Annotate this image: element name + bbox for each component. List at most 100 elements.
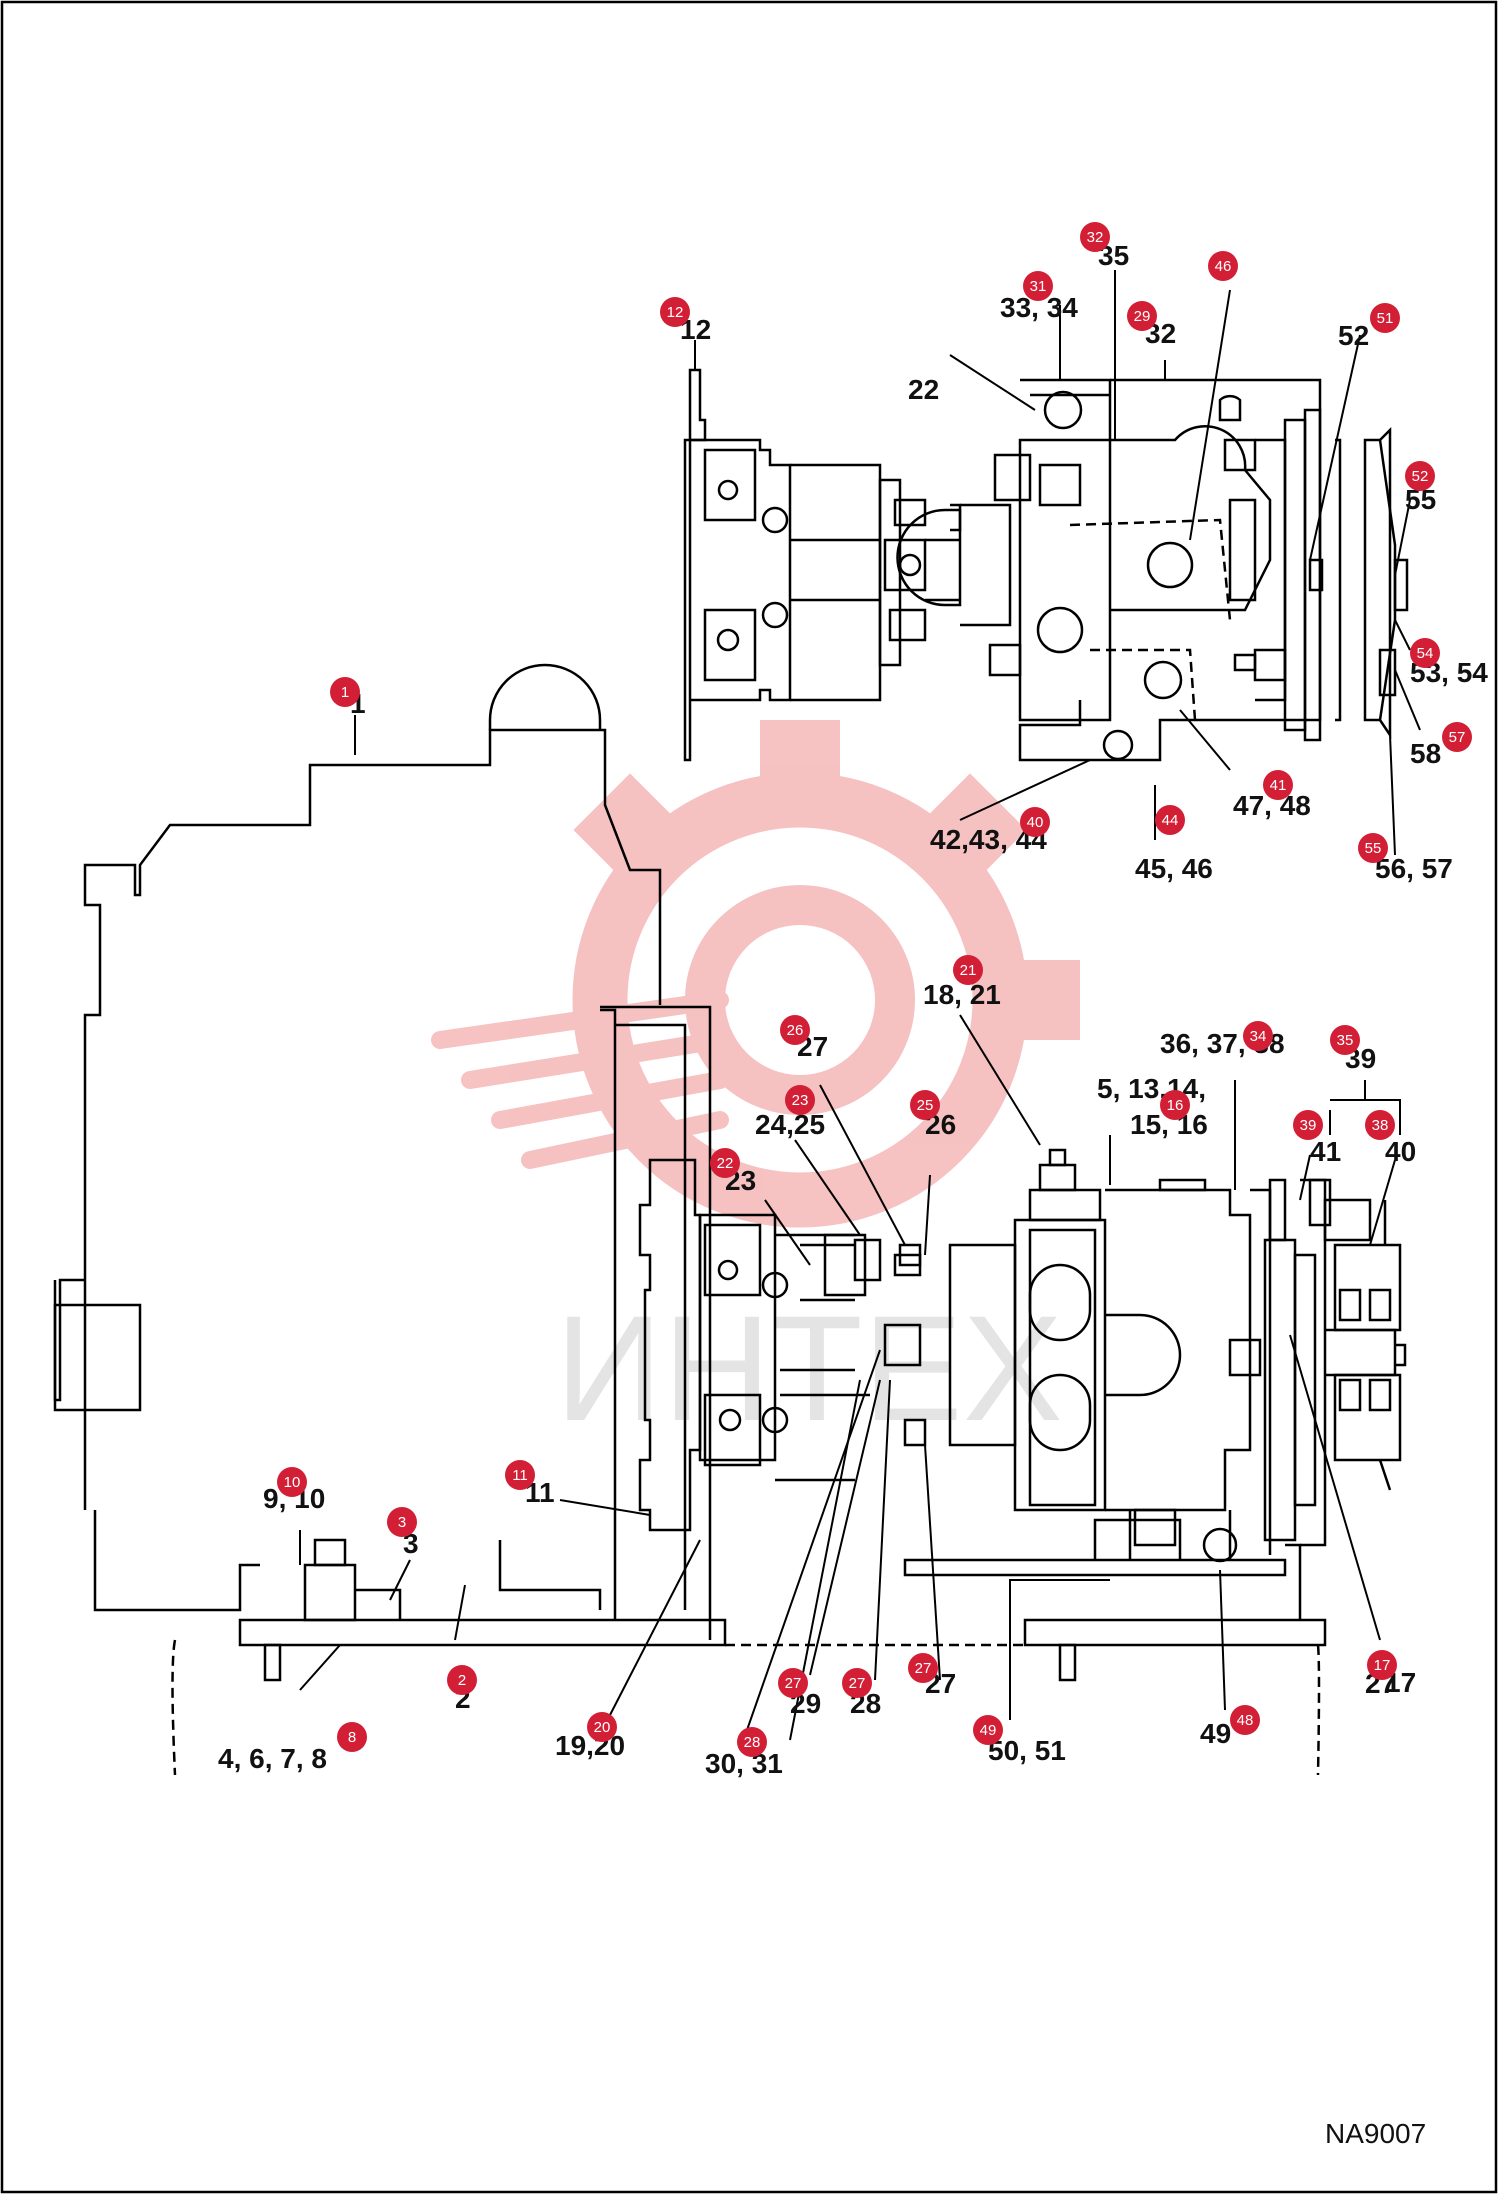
callout-marker: 16 bbox=[1160, 1090, 1190, 1120]
callout-marker-number: 21 bbox=[960, 962, 977, 979]
callout-marker-number: 8 bbox=[348, 1729, 356, 1746]
callout-marker: 51 bbox=[1370, 303, 1400, 333]
part-label: 5, 13,14, bbox=[1097, 1073, 1206, 1104]
callout-marker-circle bbox=[842, 1668, 872, 1698]
callout-marker-circle bbox=[785, 1085, 815, 1115]
callout-marker: 32 bbox=[1080, 222, 1110, 252]
leader-lines bbox=[299, 270, 1421, 1751]
callout-marker-circle bbox=[1367, 1650, 1397, 1680]
callout-marker: 41 bbox=[1263, 770, 1293, 800]
callout-marker-circle bbox=[1230, 1705, 1260, 1735]
upper-pump-assembly bbox=[683, 368, 1409, 762]
part-label: 52 bbox=[1338, 320, 1369, 351]
callout-marker: 31 bbox=[1023, 271, 1053, 301]
callout-marker: 52 bbox=[1405, 461, 1435, 491]
callout-marker-circle bbox=[780, 1015, 810, 1045]
callout-marker: 2 bbox=[447, 1665, 477, 1695]
callout-marker-number: 29 bbox=[1134, 308, 1151, 325]
part-label: 40 bbox=[1385, 1136, 1416, 1167]
callout-marker-number: 12 bbox=[667, 304, 684, 321]
callout-marker: 10 bbox=[277, 1467, 307, 1497]
callout-marker: 17 bbox=[1367, 1650, 1397, 1680]
callout-marker: 39 bbox=[1293, 1110, 1323, 1140]
callout-marker-number: 55 bbox=[1365, 840, 1382, 857]
part-label: 22 bbox=[908, 374, 939, 405]
callout-marker-circle bbox=[1023, 271, 1053, 301]
callout-marker: 55 bbox=[1358, 833, 1388, 863]
callout-marker-circle bbox=[737, 1727, 767, 1757]
callout-marker: 29 bbox=[1127, 301, 1157, 331]
callout-marker: 28 bbox=[737, 1727, 767, 1757]
callout-marker-circle bbox=[910, 1090, 940, 1120]
part-label: 18, 21 bbox=[923, 979, 1001, 1010]
callout-marker: 48 bbox=[1230, 1705, 1260, 1735]
callout-marker-circle bbox=[1127, 301, 1157, 331]
callout-marker-circle bbox=[447, 1665, 477, 1695]
watermark-text: ИНТЕХ bbox=[555, 1284, 1063, 1452]
callout-marker-circle bbox=[778, 1668, 808, 1698]
lower-pump-assembly bbox=[638, 1148, 1407, 1563]
callout-marker-number: 20 bbox=[594, 1719, 611, 1736]
callout-marker-number: 48 bbox=[1237, 1712, 1254, 1729]
callout-marker-number: 44 bbox=[1162, 812, 1179, 829]
callout-marker-circle bbox=[1370, 303, 1400, 333]
callout-marker-circle bbox=[1155, 805, 1185, 835]
callout-marker: 38 bbox=[1365, 1110, 1395, 1140]
callout-marker-circle bbox=[908, 1653, 938, 1683]
callout-marker: 26 bbox=[780, 1015, 810, 1045]
callout-marker-number: 28 bbox=[744, 1734, 761, 1751]
callout-marker: 44 bbox=[1155, 805, 1185, 835]
callout-marker-number: 27 bbox=[915, 1660, 932, 1677]
callout-marker-circle bbox=[277, 1467, 307, 1497]
callout-marker: 35 bbox=[1330, 1025, 1360, 1055]
callout-marker: 12 bbox=[660, 297, 690, 327]
part-label: 4, 6, 7, 8 bbox=[218, 1743, 327, 1774]
callout-marker-circle bbox=[1263, 770, 1293, 800]
callout-marker-number: 51 bbox=[1377, 310, 1394, 327]
callout-marker: 54 bbox=[1410, 638, 1440, 668]
callout-marker: 11 bbox=[505, 1460, 535, 1490]
callout-marker-circle bbox=[1365, 1110, 1395, 1140]
callout-marker: 23 bbox=[785, 1085, 815, 1115]
callout-marker-circle bbox=[1243, 1021, 1273, 1051]
callout-marker-number: 22 bbox=[717, 1155, 734, 1172]
callout-marker-circle bbox=[1080, 222, 1110, 252]
callout-marker-number: 25 bbox=[917, 1097, 934, 1114]
callout-marker-number: 34 bbox=[1250, 1028, 1267, 1045]
callout-marker-number: 54 bbox=[1417, 645, 1434, 662]
callout-marker-circle bbox=[337, 1722, 367, 1752]
part-labels: 1 2 3 4, 6, 7, 8 9, 10 11 12 5, 13,14, 1… bbox=[218, 240, 1488, 1779]
callout-marker: 46 bbox=[1208, 251, 1238, 281]
callout-marker: 27 bbox=[842, 1668, 872, 1698]
callout-marker-number: 39 bbox=[1300, 1117, 1317, 1134]
callout-marker-circle bbox=[1330, 1025, 1360, 1055]
callout-marker: 22 bbox=[710, 1148, 740, 1178]
callout-marker-circle bbox=[660, 297, 690, 327]
callout-marker-circle bbox=[710, 1148, 740, 1178]
callout-marker: 57 bbox=[1442, 722, 1472, 752]
callout-marker: 8 bbox=[337, 1722, 367, 1752]
callout-marker-number: 32 bbox=[1087, 229, 1104, 246]
callout-marker-number: 11 bbox=[512, 1467, 528, 1484]
part-label: 56, 57 bbox=[1375, 853, 1453, 884]
callout-marker-circle bbox=[1208, 251, 1238, 281]
callout-marker-circle bbox=[1405, 461, 1435, 491]
callout-marker-number: 1 bbox=[341, 684, 349, 701]
callout-marker-number: 41 bbox=[1270, 777, 1287, 794]
callout-marker-number: 2 bbox=[458, 1672, 466, 1689]
callout-marker-circle bbox=[1410, 638, 1440, 668]
callout-marker: 20 bbox=[587, 1712, 617, 1742]
callout-marker: 21 bbox=[953, 955, 983, 985]
callout-marker-circle bbox=[1020, 807, 1050, 837]
callout-marker-number: 35 bbox=[1337, 1032, 1354, 1049]
callout-marker-circle bbox=[505, 1460, 535, 1490]
callout-marker-number: 38 bbox=[1372, 1117, 1389, 1134]
part-label: 41 bbox=[1310, 1136, 1341, 1167]
callout-marker-circle bbox=[1358, 833, 1388, 863]
callout-marker: 3 bbox=[387, 1507, 417, 1537]
callout-marker-number: 49 bbox=[980, 1722, 997, 1739]
callout-marker-number: 3 bbox=[398, 1514, 406, 1531]
part-label: 45, 46 bbox=[1135, 853, 1213, 884]
